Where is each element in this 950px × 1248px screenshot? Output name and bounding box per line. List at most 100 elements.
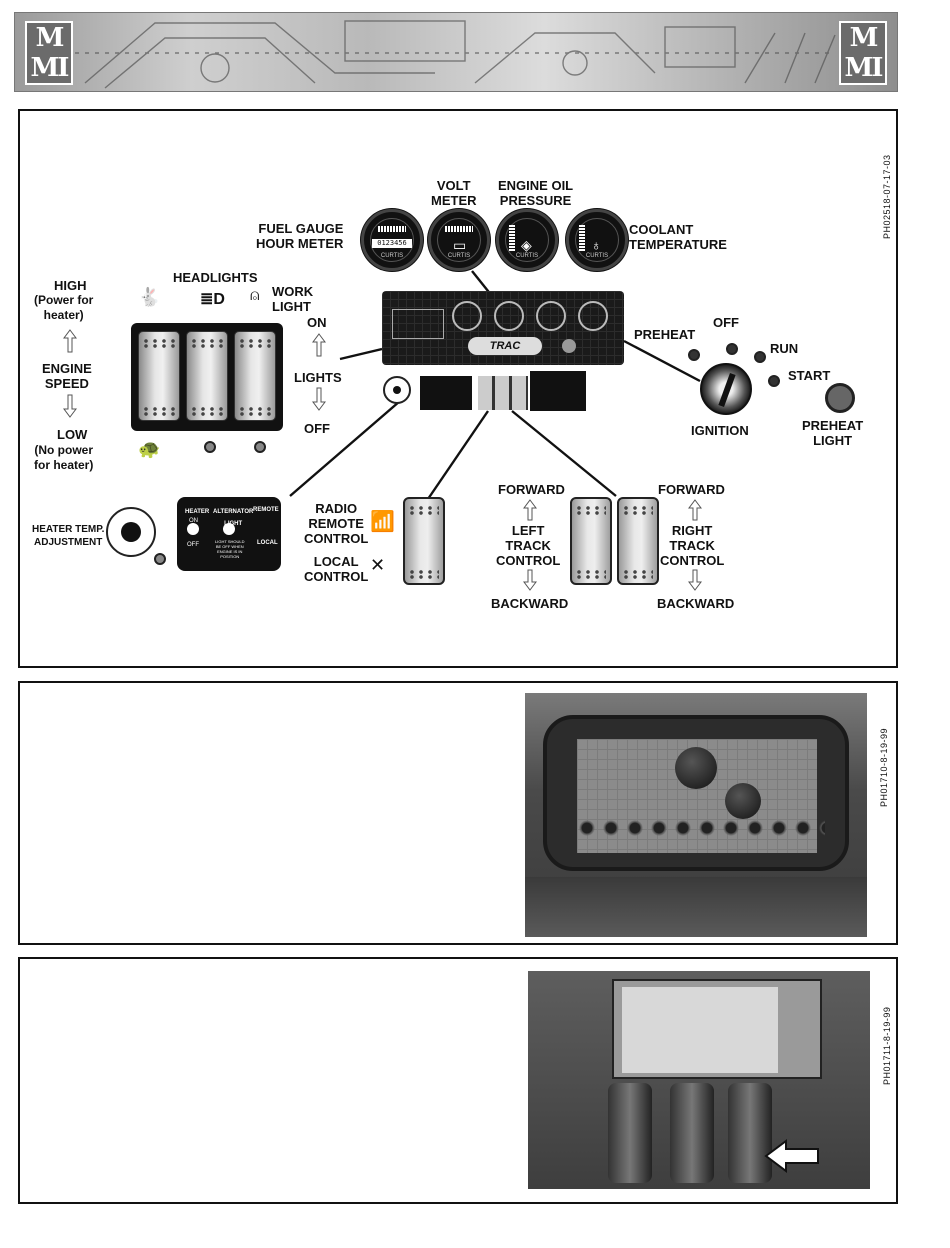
remote-local-switch[interactable] <box>403 497 445 585</box>
photo-code: PH01711-8-19-99 <box>882 1006 892 1085</box>
coolant-temp-label: COOLANT TEMPERATURE <box>629 222 727 252</box>
turtle-rabbit-icon: 🐇 <box>138 287 161 307</box>
ignition-switch[interactable] <box>700 363 752 415</box>
gauge-brand: CURTIS <box>380 253 404 259</box>
start-label: START <box>788 368 831 383</box>
arrow-up-icon <box>312 333 326 357</box>
off-position-icon <box>726 343 738 355</box>
coolant-temp-gauge: ♁ CURTIS <box>566 209 628 271</box>
off-label: OFF <box>713 315 739 330</box>
radio-remote-photo <box>525 693 867 937</box>
preheat-label: PREHEAT <box>634 327 696 342</box>
remote-toggle-row[interactable] <box>575 817 825 839</box>
gauge-brand: CURTIS <box>585 253 609 259</box>
arrow-down-icon <box>312 387 326 411</box>
heater-knob-mini <box>383 376 411 404</box>
mini-gauge <box>536 301 566 331</box>
antenna-icon: 📶 <box>370 511 395 533</box>
valve-lever-right[interactable] <box>728 1083 772 1183</box>
valve-lever-center[interactable] <box>670 1083 714 1183</box>
heater-on-text: ON <box>189 518 198 524</box>
heater-indicator <box>154 553 166 565</box>
track-switches-mini <box>478 376 528 410</box>
valve-lever-left[interactable] <box>608 1083 652 1183</box>
local-text: LOCAL <box>257 540 278 546</box>
headlights-switch[interactable] <box>186 331 228 421</box>
track-indicator-mini <box>530 371 586 411</box>
work-light-icon: ⍝ <box>250 287 260 304</box>
arrow-up-icon <box>688 499 702 521</box>
left-track-switch[interactable] <box>570 497 612 585</box>
alternator-light <box>223 523 235 535</box>
preheat-light <box>825 383 855 413</box>
mini-gauge <box>452 301 482 331</box>
heater-light <box>187 523 199 535</box>
engine-speed-switch[interactable] <box>138 331 180 421</box>
right-track-control-label: RIGHT TRACK CONTROL <box>660 523 725 568</box>
work-light-label: WORK LIGHT <box>272 284 314 314</box>
heater-label-plate-mini <box>420 376 472 410</box>
mini-gauge <box>578 301 608 331</box>
fuel-gauge-label: FUEL GAUGE HOUR METER <box>256 221 344 251</box>
volt-meter-gauge: ▭ CURTIS <box>428 209 490 271</box>
arrow-up-icon <box>63 329 77 353</box>
emergency-stop-button[interactable] <box>725 783 761 819</box>
lights-label: LIGHTS <box>294 370 342 385</box>
preheat-light-label: PREHEAT LIGHT <box>802 418 864 448</box>
run-label: RUN <box>770 341 799 356</box>
hour-meter-readout: 0123456 <box>372 239 412 248</box>
remote-photo-base <box>525 877 867 937</box>
arrow-down-icon <box>688 569 702 591</box>
right-track-switch[interactable] <box>617 497 659 585</box>
valve-controls-photo <box>528 971 870 1189</box>
heater-temp-label: HEATER TEMP. ADJUSTMENT <box>32 524 105 548</box>
heater-alternator-plate: HEATER ON OFF ALTERNATOR LIGHT LIGHT SHO… <box>177 497 281 571</box>
thermometer-icon: ♁ <box>591 237 602 253</box>
mini-gauge <box>494 301 524 331</box>
gauge-brand: CURTIS <box>515 253 539 259</box>
left-track-control-label: LEFT TRACK CONTROL <box>496 523 561 568</box>
oil-pressure-gauge: ◈ CURTIS <box>496 209 558 271</box>
ignition-key-icon <box>718 372 736 408</box>
high-note: (Power for heater) <box>34 293 94 322</box>
gauge-brand: CURTIS <box>447 253 471 259</box>
mini-switch-bank <box>392 309 444 339</box>
mini-ignition <box>562 339 576 353</box>
lights-off-label: OFF <box>304 421 330 436</box>
headlight-indicator <box>204 441 216 453</box>
volt-meter-label: VOLT METER <box>431 178 477 208</box>
valve-controls-photo-panel: PH01711-8-19-99 <box>18 957 898 1204</box>
start-position-icon <box>768 375 780 387</box>
arrow-down-icon <box>523 569 537 591</box>
remote-text: REMOTE <box>253 507 279 513</box>
valve-decal <box>612 979 822 1079</box>
oil-pressure-label: ENGINE OIL PRESSURE <box>498 178 574 208</box>
dashboard-overview: TRAC <box>382 291 624 365</box>
turtle-icon: 🐢 <box>138 439 161 459</box>
arrow-left-icon <box>764 1139 819 1173</box>
left-backward-label: BACKWARD <box>491 596 569 611</box>
radio-remote-photo-panel: PH01710-8-19-99 <box>18 681 898 945</box>
lights-on-label: ON <box>307 315 327 330</box>
headlights-label: HEADLIGHTS <box>173 270 258 285</box>
oil-can-icon: ◈ <box>521 237 532 253</box>
machine-sketch-graphic <box>75 20 836 89</box>
local-control-label: LOCAL CONTROL <box>304 554 369 584</box>
arrow-up-icon <box>523 499 537 521</box>
control-panel-diagram: PH02518-07-17-03 FUEL GAUGE HOUR METER V… <box>18 109 898 668</box>
heater-temp-knob[interactable] <box>106 507 156 557</box>
left-forward-label: FORWARD <box>498 482 565 497</box>
photo-code: PH01710-8-19-99 <box>879 727 889 807</box>
heater-text: HEATER <box>185 509 210 515</box>
right-forward-label: FORWARD <box>658 482 725 497</box>
ignition-label: IGNITION <box>691 423 749 438</box>
joystick[interactable] <box>675 747 717 789</box>
tractor-logo: TRAC <box>468 337 542 355</box>
work-light-switch[interactable] <box>234 331 276 421</box>
arrow-down-icon <box>63 394 77 418</box>
right-backward-label: BACKWARD <box>657 596 735 611</box>
alternator-note: LIGHT SHOULD BE OFF WHEN ENGINE IS IN PO… <box>215 539 245 559</box>
work-light-indicator <box>254 441 266 453</box>
high-label: HIGH <box>54 278 87 293</box>
